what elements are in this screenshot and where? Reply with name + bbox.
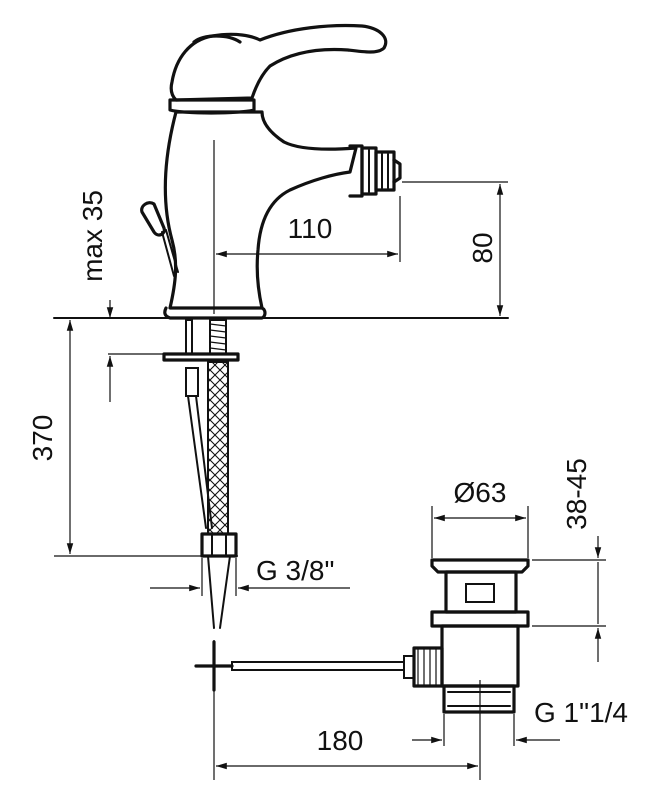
label-g-3-8: G 3/8" <box>256 555 334 586</box>
label-180: 180 <box>317 725 364 756</box>
spout-nozzle <box>348 144 402 198</box>
label-diameter-63: Ø63 <box>454 477 507 508</box>
label-370: 370 <box>27 415 58 462</box>
dimension-g-1-1-4: G 1"1/4 <box>412 697 628 746</box>
dimension-110: 110 <box>216 196 401 262</box>
dimension-370: 370 <box>27 320 74 554</box>
supply-hoses <box>162 319 240 629</box>
dimension-80: 80 <box>402 181 508 316</box>
label-110: 110 <box>288 213 333 244</box>
dimension-g-3-8: G 3/8" <box>150 555 350 596</box>
popup-waste <box>194 558 530 714</box>
label-g-1-1-4: G 1"1/4 <box>534 697 628 728</box>
label-80: 80 <box>467 232 498 263</box>
lift-rod-knob <box>140 201 179 277</box>
label-max-35: max 35 <box>77 190 108 282</box>
dimension-38-45: 38-45 <box>532 458 606 662</box>
dimension-max-35: max 35 <box>77 190 114 402</box>
mixer-body <box>140 23 402 320</box>
reference-lines <box>53 317 509 557</box>
dimension-diameter-63: Ø63 <box>431 477 529 558</box>
label-38-45: 38-45 <box>561 458 592 530</box>
dimension-180: 180 <box>216 725 478 770</box>
center-lines <box>213 140 481 780</box>
